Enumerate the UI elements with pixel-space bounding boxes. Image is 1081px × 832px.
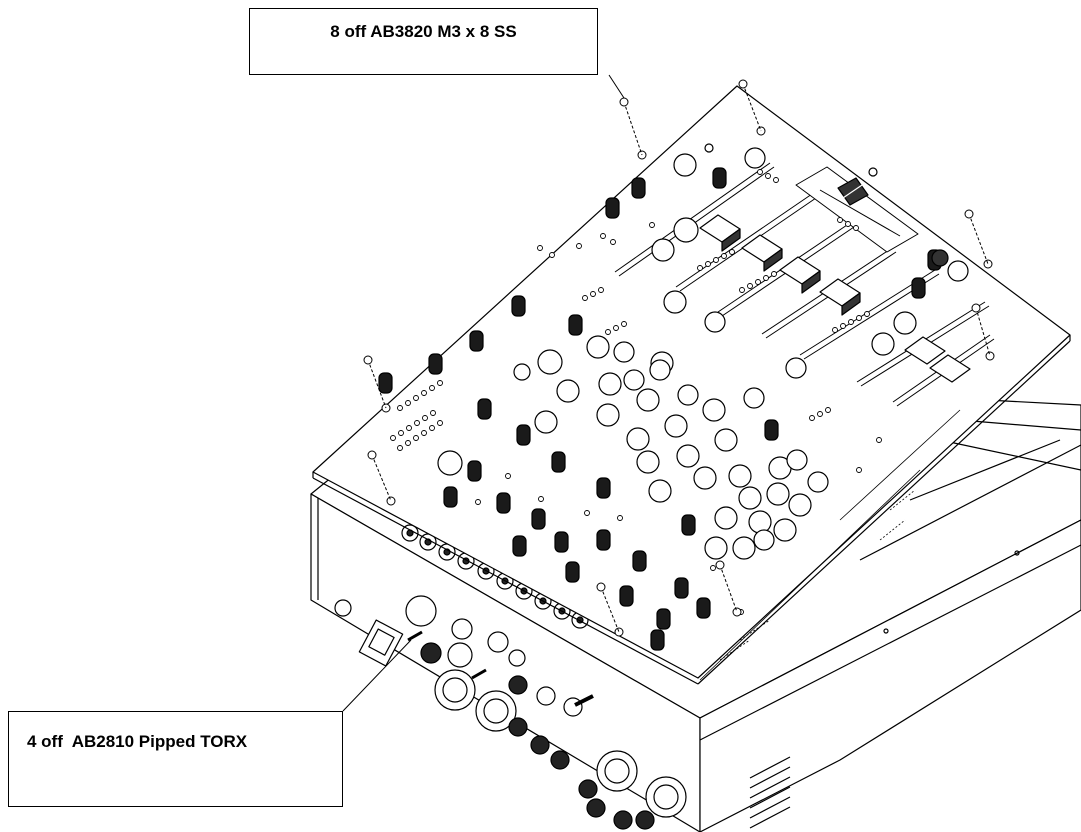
fader-caps xyxy=(699,177,971,383)
rotary-knobs xyxy=(378,167,942,651)
leader-lines xyxy=(342,74,625,712)
led-rows xyxy=(390,169,882,615)
callout-label-torx: 4 off AB2810 Pipped TORX xyxy=(27,732,248,751)
large-pots xyxy=(437,143,969,560)
internal-pcb xyxy=(699,409,961,681)
screw-callout-torx: 4 off AB2810 Pipped TORX xyxy=(8,711,343,807)
m3-screws xyxy=(363,79,995,637)
torx-screw xyxy=(407,630,594,707)
callout-label-m3: 8 off AB3820 M3 x 8 SS xyxy=(330,22,517,41)
screw-callout-m3: 8 off AB3820 M3 x 8 SS xyxy=(249,8,598,75)
vent-slots xyxy=(749,756,791,829)
